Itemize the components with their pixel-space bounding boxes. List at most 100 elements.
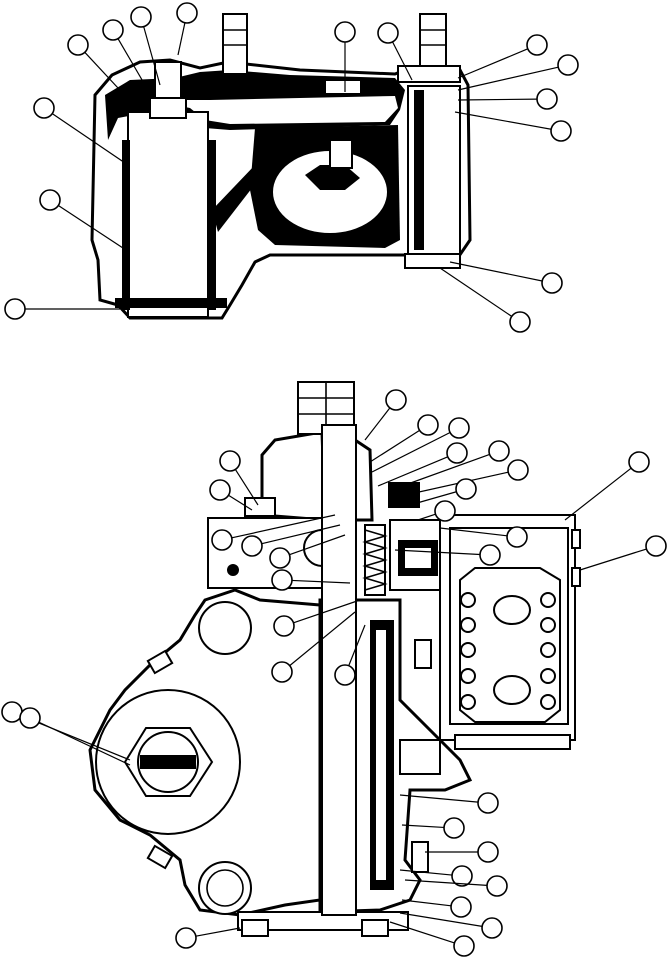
- bottom-callout-leader-30: [399, 912, 483, 927]
- bottom-callout-leader-24: [399, 794, 479, 803]
- bottom-callout-leader-19: [293, 599, 361, 624]
- top-callout-bubble-6: [377, 22, 399, 44]
- bottom-upper-bolt-left: [244, 497, 276, 517]
- top-right-base-block: [404, 253, 461, 269]
- top-gear-notch: [305, 165, 360, 190]
- bottom-callout-bubble-9: [209, 479, 231, 501]
- bottom-spring: [362, 524, 388, 596]
- bottom-callout-leader-27: [399, 869, 453, 876]
- bottom-base-bolt-left: [241, 919, 269, 937]
- top-callout-bubble-1: [67, 34, 89, 56]
- bottom-side-plate-hole-top: [493, 595, 531, 625]
- top-callout-leader-6: [392, 41, 413, 81]
- top-center-screw: [324, 79, 362, 95]
- top-cross-section-view: [90, 13, 472, 320]
- top-callout-bubble-10: [550, 120, 572, 142]
- top-brace: [212, 165, 262, 232]
- bottom-callout-bubble-22: [1, 701, 23, 723]
- bottom-callout-bubble-23: [19, 707, 41, 729]
- bottom-callout-leader-8: [234, 469, 259, 506]
- top-callout-bubble-2: [102, 19, 124, 41]
- bottom-callout-leader-23: [38, 721, 131, 766]
- bottom-callout-leader-2: [369, 429, 420, 463]
- bottom-callout-leader-29: [401, 899, 452, 907]
- top-shaft-liner-left: [122, 140, 130, 310]
- top-callout-bubble-12: [39, 189, 61, 211]
- bottom-port-upper-left: [198, 601, 252, 655]
- top-callout-bubble-11: [33, 97, 55, 119]
- bottom-callout-leader-17: [394, 549, 481, 556]
- bottom-callout-bubble-26: [477, 841, 499, 863]
- top-callout-leader-2: [117, 38, 146, 86]
- bottom-callout-bubble-18: [271, 569, 293, 591]
- bottom-callout-leader-14: [231, 514, 336, 539]
- bottom-right-body: [318, 598, 473, 914]
- bottom-callout-bubble-1: [385, 389, 407, 411]
- bottom-callout-bubble-4: [446, 442, 468, 464]
- bottom-bracket-marker: [227, 564, 239, 576]
- bottom-base-bolt-right: [361, 919, 389, 937]
- top-callout-leader-12: [58, 204, 127, 251]
- top-right-column-liner: [414, 90, 424, 250]
- bottom-callout-leader-9: [228, 494, 253, 511]
- top-callout-bubble-5: [334, 21, 356, 43]
- bottom-callout-leader-3: [371, 431, 451, 473]
- bottom-callout-bubble-6: [507, 459, 529, 481]
- bottom-callout-bubble-11: [434, 500, 456, 522]
- top-base-ring: [115, 298, 227, 308]
- bottom-callout-bubble-2: [417, 414, 439, 436]
- top-callout-bubble-7: [526, 34, 548, 56]
- bottom-callout-leader-11: [417, 513, 436, 521]
- bottom-callout-bubble-16: [269, 547, 291, 569]
- bottom-callout-bubble-13: [645, 535, 667, 557]
- bottom-callout-leader-7: [409, 491, 457, 506]
- top-callout-bubble-3: [130, 6, 152, 28]
- bottom-callout-bubble-19: [273, 615, 295, 637]
- top-shaft-liner-right: [208, 140, 216, 310]
- top-stud-right-nut: [397, 65, 461, 83]
- bottom-right-bolt: [411, 841, 429, 873]
- top-callout-leader-11: [51, 113, 129, 166]
- top-shaft: [127, 111, 209, 318]
- bottom-callout-leader-12: [439, 527, 508, 537]
- bottom-callout-bubble-10: [628, 451, 650, 473]
- bottom-callout-bubble-3: [448, 417, 470, 439]
- top-stud-left: [222, 13, 248, 75]
- top-callout-bubble-9: [536, 88, 558, 110]
- bottom-callout-bubble-28: [486, 875, 508, 897]
- top-callout-leader-7: [457, 48, 529, 79]
- bottom-callout-leader-1: [364, 407, 391, 441]
- bottom-callout-bubble-25: [443, 817, 465, 839]
- bottom-callout-bubble-27: [451, 865, 473, 887]
- bottom-callout-leader-13: [579, 548, 647, 571]
- bottom-top-cap-right: [353, 437, 374, 522]
- bottom-right-hex: [399, 739, 441, 775]
- bottom-callout-leader-5: [404, 453, 490, 486]
- top-callout-leader-4: [177, 22, 186, 56]
- bottom-side-plate: [459, 567, 561, 723]
- top-callout-leader-15: [439, 267, 513, 317]
- bottom-side-plate-hole-bottom: [493, 675, 531, 705]
- bottom-callout-leader-28: [404, 879, 488, 886]
- bottom-callout-leader-10: [564, 467, 632, 521]
- top-callout-leader-14: [449, 261, 543, 282]
- top-callout-leader-1: [84, 51, 119, 89]
- bottom-callout-bubble-29: [450, 896, 472, 918]
- bottom-mid-bolt: [414, 639, 432, 669]
- bottom-plunger-core: [405, 548, 431, 568]
- top-callout-leader-8: [457, 66, 559, 91]
- bottom-callout-bubble-17: [479, 544, 501, 566]
- bottom-callout-leader-25: [401, 824, 445, 829]
- bottom-slot-inner: [376, 630, 386, 880]
- bottom-callout-leader-15: [261, 524, 341, 545]
- bottom-callout-bubble-24: [477, 792, 499, 814]
- bottom-callout-leader-18: [291, 579, 351, 584]
- bottom-callout-bubble-30: [481, 917, 503, 939]
- bottom-callout-leader-4: [377, 456, 449, 487]
- top-callout-bubble-13: [4, 298, 26, 320]
- top-callout-bubble-4: [176, 2, 198, 24]
- bottom-callout-bubble-15: [241, 535, 263, 557]
- bottom-callout-leader-20: [289, 611, 356, 667]
